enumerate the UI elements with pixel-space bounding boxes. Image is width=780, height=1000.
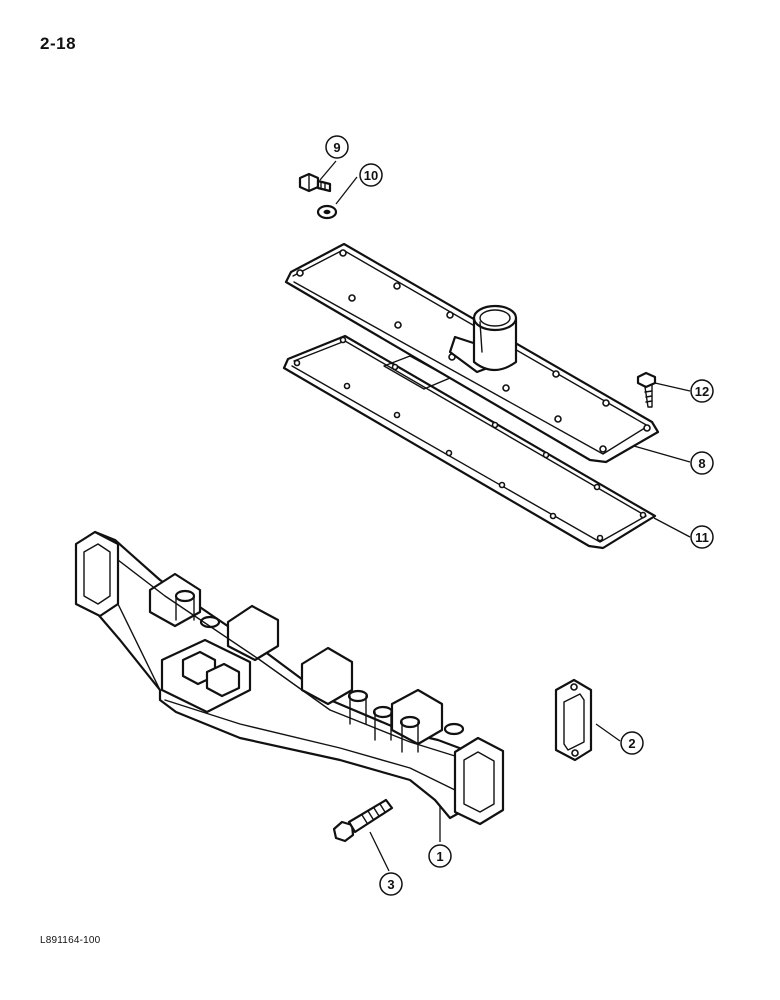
- svg-text:1: 1: [436, 849, 443, 864]
- callout-10: 10: [359, 163, 383, 187]
- callout-11: 11: [690, 525, 714, 549]
- washer-part: [316, 204, 338, 220]
- leader-line-12: [654, 382, 691, 392]
- svg-text:8: 8: [698, 456, 705, 471]
- figure-code: L891164-100: [40, 935, 101, 946]
- exhaust-gasket-part: [554, 678, 593, 762]
- callout-8: 8: [690, 451, 714, 475]
- fill-plug-part: [298, 172, 332, 193]
- manifold-cover-part: [284, 242, 660, 464]
- cap-screw-lower-part: [332, 798, 394, 843]
- svg-text:2: 2: [628, 736, 635, 751]
- leader-line-10: [335, 176, 358, 205]
- svg-text:11: 11: [695, 530, 709, 545]
- svg-text:9: 9: [333, 140, 340, 155]
- gasket-part: [282, 334, 657, 550]
- svg-text:12: 12: [695, 384, 709, 399]
- leader-line-8: [633, 445, 691, 463]
- page-number: 2-18: [40, 34, 77, 53]
- svg-text:10: 10: [364, 168, 378, 183]
- leader-line-11: [653, 517, 691, 538]
- callout-9: 9: [325, 135, 349, 159]
- callout-1: 1: [428, 844, 452, 868]
- leader-line-2: [595, 723, 621, 742]
- callout-12: 12: [690, 379, 714, 403]
- exhaust-manifold-part: [74, 530, 505, 826]
- svg-text:3: 3: [387, 877, 394, 892]
- callout-2: 2: [620, 731, 644, 755]
- leader-line-9: [319, 160, 337, 181]
- cap-screw-upper-part: [636, 371, 657, 408]
- callout-3: 3: [379, 872, 403, 896]
- leader-line-3: [369, 831, 390, 872]
